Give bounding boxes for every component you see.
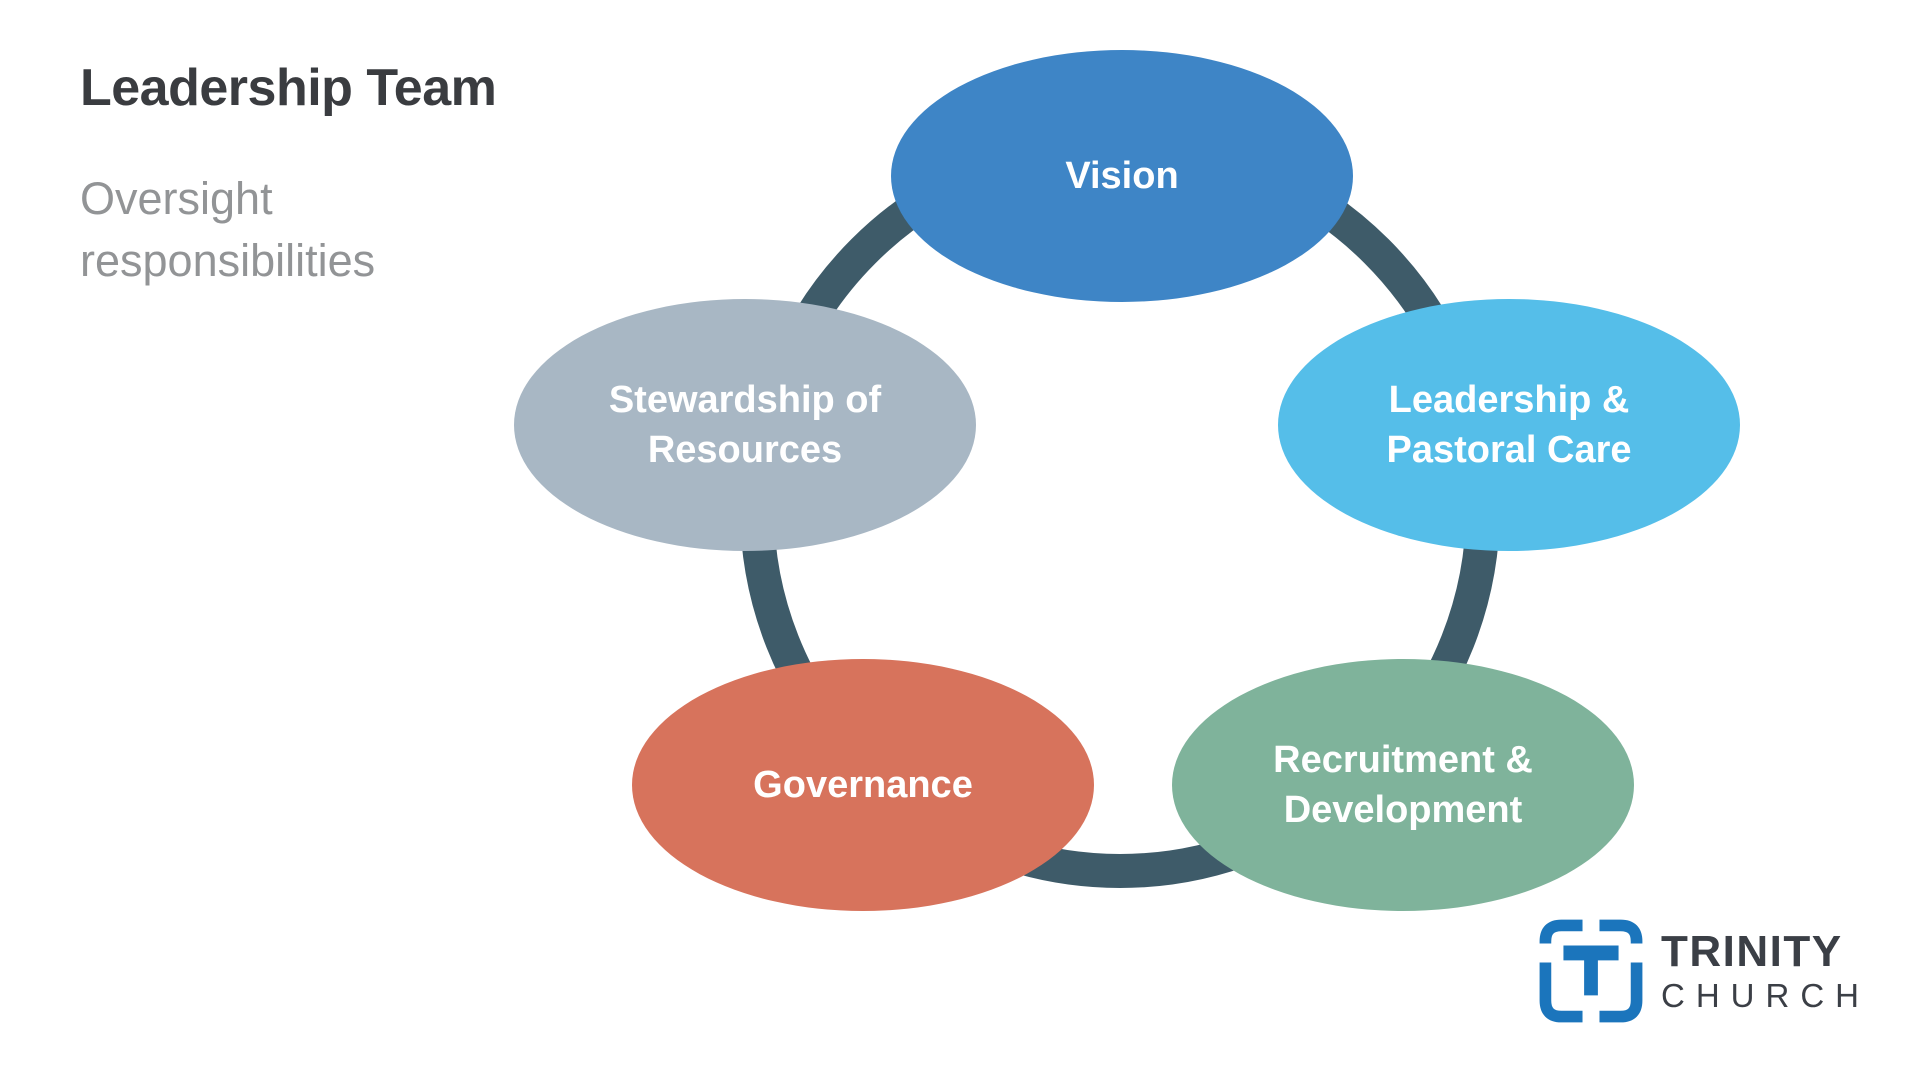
- page-subtitle-line2: responsibilities: [80, 235, 376, 286]
- node-vision: Vision: [891, 50, 1353, 302]
- node-label-line: Vision: [1065, 155, 1179, 197]
- trinity-t-mark-icon: [1539, 919, 1643, 1023]
- node-label-line: Stewardship of: [608, 379, 882, 421]
- logo-subname: CHURCH: [1661, 976, 1870, 1014]
- node-label-line: Development: [1283, 789, 1523, 831]
- node-recruitment-development-label: Recruitment & Development: [1273, 735, 1533, 835]
- node-label-line: Governance: [753, 764, 973, 806]
- node-vision-label: Vision: [1065, 151, 1178, 201]
- node-stewardship-of-resources: Stewardship of Resources: [514, 299, 976, 551]
- page-title: Leadership Team: [80, 59, 497, 117]
- node-label-line: Leadership &: [1388, 379, 1630, 421]
- node-leadership-pastoral-care: Leadership & Pastoral Care: [1278, 299, 1740, 551]
- page-subtitle-line1: Oversight: [80, 173, 273, 224]
- node-recruitment-development: Recruitment & Development: [1172, 659, 1634, 911]
- node-label-line: Pastoral Care: [1386, 429, 1632, 471]
- logo-name: TRINITY: [1661, 926, 1843, 976]
- node-label-line: Resources: [647, 429, 843, 471]
- logo-text: TRINITY CHURCH: [1661, 926, 1870, 1014]
- node-governance-label: Governance: [753, 760, 973, 810]
- node-governance: Governance: [632, 659, 1094, 911]
- node-leadership-pastoral-care-label: Leadership & Pastoral Care: [1386, 375, 1631, 475]
- trinity-church-logo: TRINITY CHURCH: [1538, 918, 1870, 1024]
- page-subtitle: Oversight responsibilities: [80, 168, 375, 292]
- node-label-line: Recruitment &: [1273, 739, 1533, 781]
- node-stewardship-of-resources-label: Stewardship of Resources: [609, 375, 881, 475]
